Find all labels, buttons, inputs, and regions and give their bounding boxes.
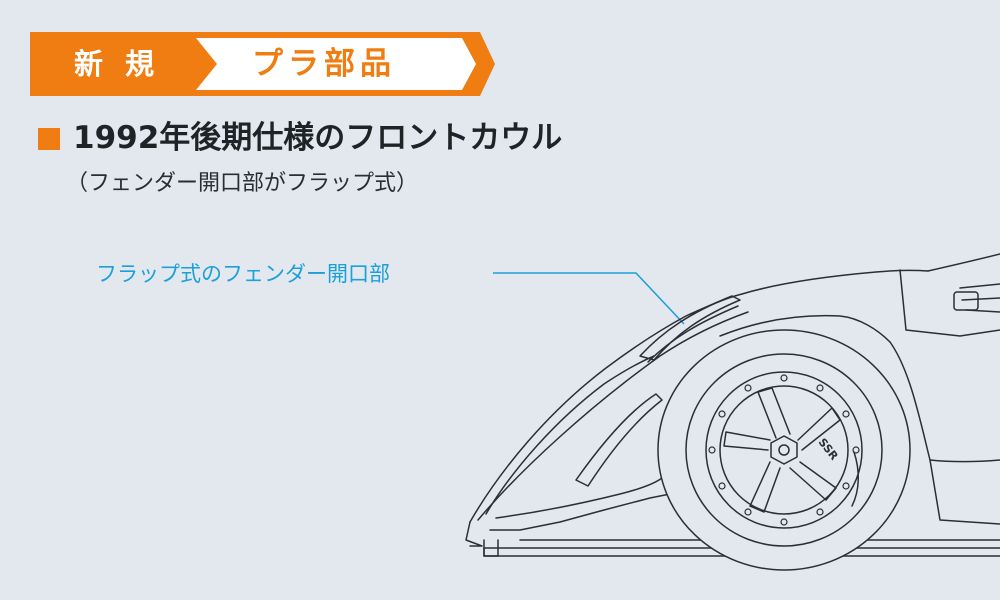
- fender-flap-side: [575, 393, 663, 487]
- fender-opening-callout-label: フラップ式のフェンダー開口部: [96, 262, 390, 286]
- badge-new-label: 新 規: [74, 47, 161, 81]
- cockpit-edge: [899, 269, 1000, 337]
- tire-sidewall: [685, 353, 883, 547]
- page-subtitle: （フェンダー開口部がフラップ式）: [66, 171, 419, 196]
- mirror-stalk: [959, 283, 1000, 313]
- rim-bolts: [708, 374, 860, 526]
- wheel-spoke-2: [797, 407, 841, 451]
- brake-disc-hint: [851, 451, 859, 507]
- cowl-inner-contour: [485, 355, 655, 515]
- badge-parts-label: プラ部品: [252, 46, 396, 82]
- wheel-rim-outer: [705, 371, 863, 529]
- fender-flap-upper-inner: [647, 305, 739, 363]
- page-title: 1992年後期仕様のフロントカウル: [73, 120, 563, 156]
- cowl-upper-surface: [741, 269, 929, 295]
- wheel-spoke-4: [749, 461, 781, 513]
- center-lock-nut: [770, 435, 798, 465]
- center-hub: [778, 444, 790, 456]
- heading-bullet-square: [38, 128, 60, 150]
- callout-leader-line: [493, 272, 685, 325]
- wheel-spoke-1: [757, 387, 791, 439]
- suspension-mount: [953, 291, 979, 311]
- rear-side-pod: [929, 459, 1000, 463]
- cowl-front-lip: [465, 521, 483, 547]
- cowl-side-panel-lower: [489, 493, 671, 531]
- wing-endplate: [483, 539, 499, 557]
- wheel-rim-inner: [719, 385, 849, 515]
- wheel-spoke-5: [723, 431, 771, 451]
- cowl-crease-line: [477, 311, 749, 521]
- cowl-side-panel: [495, 477, 663, 519]
- new-parts-badge: 新 規 プラ部品: [30, 32, 500, 96]
- cockpit-surround: [927, 253, 1000, 272]
- body-behind-wheel: [719, 314, 891, 343]
- badge-shape: [30, 32, 495, 96]
- wheel-spoke-3: [789, 461, 837, 501]
